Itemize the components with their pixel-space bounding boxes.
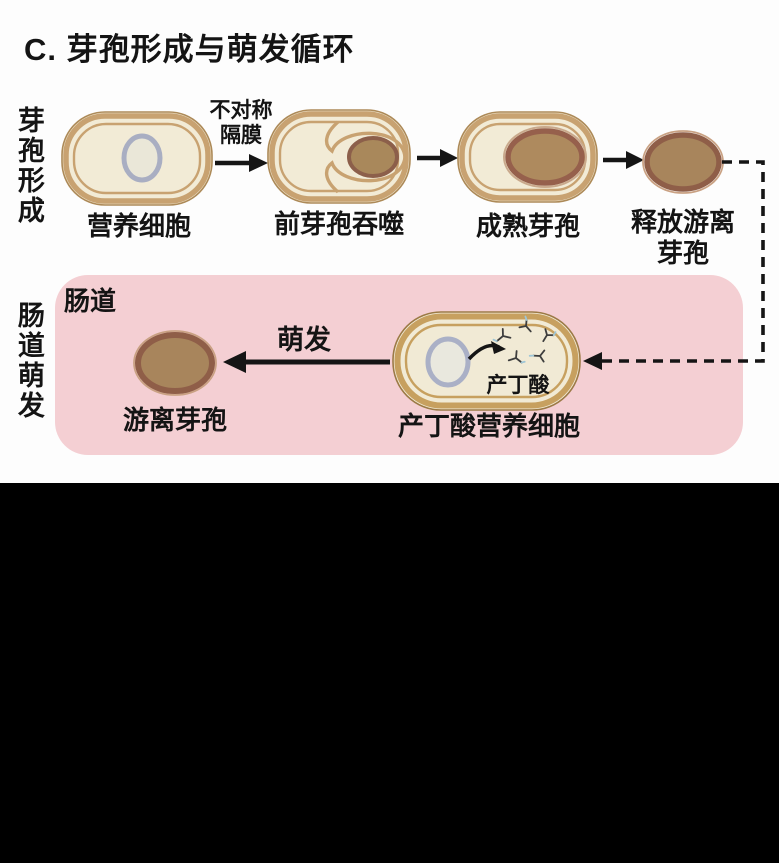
engulfment-label: 前芽孢吞噬 [273,209,405,239]
diagram-canvas: C. 芽孢形成与萌发循环 芽孢形成 肠道萌发 营养细胞 不对称 隔膜 前芽孢吞噬… [0,0,779,483]
recirculation-dashed-arrow [583,160,765,370]
nucleoid [121,133,163,183]
asymmetric-septum-label-line1: 不对称 [209,99,273,122]
released-spore-label-line1: 释放游离 [630,207,736,237]
nucleoid [425,336,471,388]
gut-free-spore-label: 游离芽孢 [122,405,228,435]
gut-free-spore [133,330,217,396]
asymmetric-septum-label: 不对称 隔膜 [210,99,273,149]
production-arrow [467,341,506,361]
germination-arrow [223,351,390,373]
panel-title: C. 芽孢形成与萌发循环 [24,32,355,67]
butyrate-label: 产丁酸 [486,374,550,397]
released-free-spore [642,130,724,194]
forespore [347,136,399,178]
side-label-gut-germination: 肠道萌发 [13,301,44,421]
gut-box-label: 肠道 [64,286,117,316]
engulfment-cell [267,109,411,204]
germination-arrow-label: 萌发 [277,325,331,355]
released-spore-label: 释放游离 芽孢 [631,207,735,268]
letterbox-bottom [0,483,779,863]
mature-spore-label: 成熟芽孢 [475,211,581,241]
released-spore-label-line2: 芽孢 [656,237,710,268]
vegetative-cell-label: 营养细胞 [86,211,192,241]
mature-spore-cell [457,111,598,203]
spore-cycle-diagram [55,109,765,455]
asymmetric-septum-membrane [324,120,407,194]
formation-arrow-3 [603,151,644,169]
butyrate-molecules-icon [492,315,557,364]
butyrate-cell-label: 产丁酸营养细胞 [397,411,581,441]
formation-arrow-1 [215,154,268,172]
formation-arrow-2 [417,149,458,167]
vegetative-cell [61,111,213,206]
asymmetric-septum-label-line2: 隔膜 [220,123,262,147]
mature-spore [505,128,585,186]
butyrate-vegetative-cell [392,311,581,411]
side-label-spore-formation: 芽孢形成 [13,106,44,226]
